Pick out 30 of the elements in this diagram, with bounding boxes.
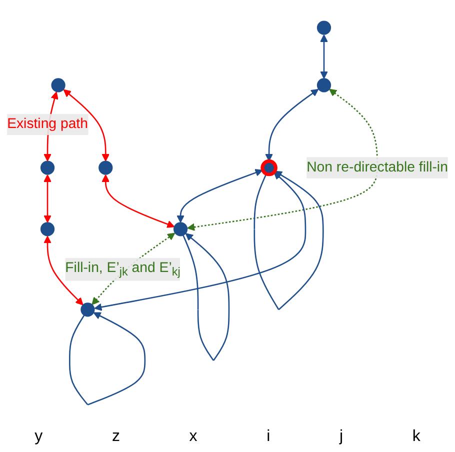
- arrow: [44, 236, 84, 306]
- node-circle: [316, 78, 332, 92]
- arrow: [182, 233, 230, 361]
- arrow: [176, 168, 263, 223]
- arrow: [63, 89, 110, 162]
- arrow: [254, 170, 324, 310]
- axis-label: k: [412, 428, 420, 446]
- node-circle: [40, 160, 55, 175]
- node-circle: [316, 20, 332, 35]
- edge-label: Non re-directable fill-in: [306, 160, 448, 175]
- axis-label: y: [34, 428, 43, 446]
- node-circle: [51, 78, 66, 92]
- arrow: [187, 88, 378, 231]
- edge-label: Existing path: [7, 116, 88, 132]
- node-circle: [80, 302, 95, 317]
- axis-label: j: [339, 428, 344, 446]
- node-circle: [40, 222, 55, 236]
- axis-label: i: [266, 428, 270, 446]
- axis-label: z: [112, 428, 120, 446]
- arrow: [94, 172, 306, 311]
- arrow: [102, 174, 175, 228]
- node-circle: [173, 222, 188, 236]
- edge-label: Fill-in, E’$_{jk}$ and E’$_{kj}$: [65, 260, 180, 278]
- node-circle: [98, 160, 113, 175]
- node-circle: [260, 159, 278, 176]
- axis-label: x: [189, 428, 198, 446]
- arrow: [320, 34, 328, 79]
- arrow: [44, 174, 52, 223]
- arrow: [69, 312, 146, 406]
- arrow: [265, 88, 319, 162]
